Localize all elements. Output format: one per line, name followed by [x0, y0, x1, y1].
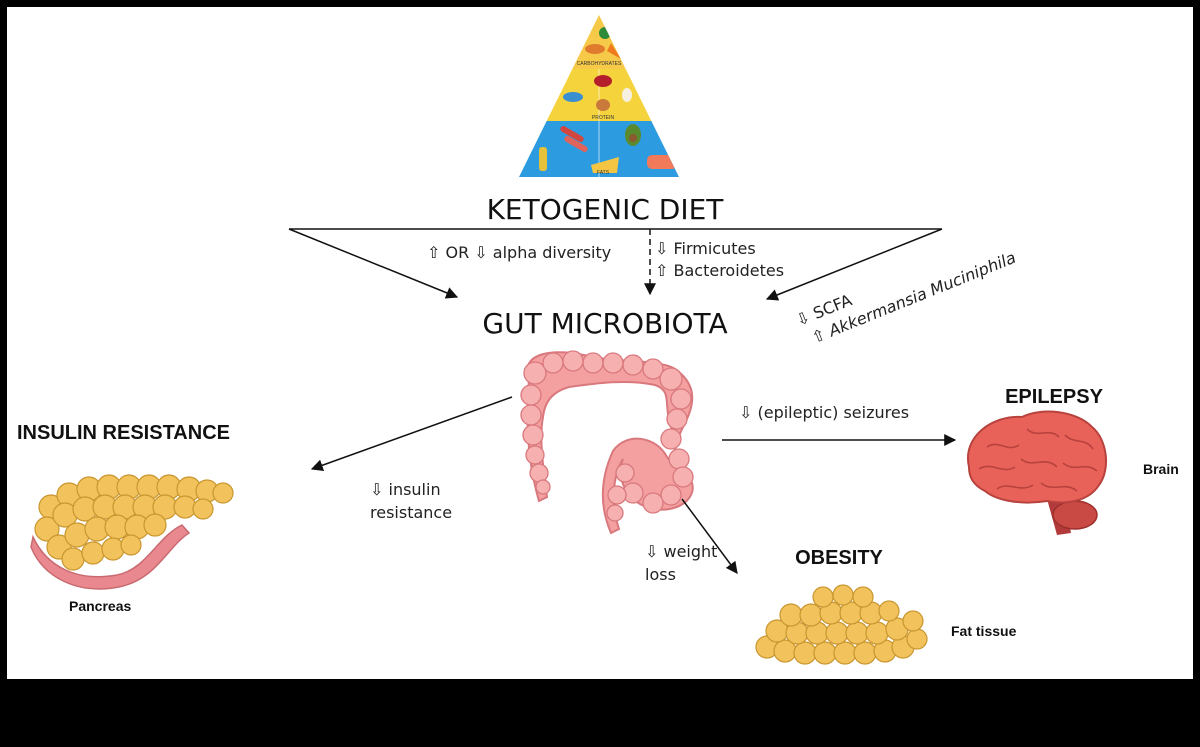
- pyramid-label-fats: FATS: [597, 170, 610, 176]
- brain-label: Brain: [1143, 461, 1179, 477]
- insulin-heading: INSULIN RESISTANCE: [17, 422, 230, 444]
- alpha-diversity-label: ⇧ OR ⇩ alpha diversity: [427, 243, 611, 262]
- diet-arrows: [288, 228, 943, 301]
- pyramid-label-carbohydrates: CARBOHYDRATES: [577, 61, 622, 67]
- bacon-icon: [560, 126, 584, 142]
- arrow-to-insulin: [310, 396, 513, 471]
- carrot-icon: [607, 43, 621, 59]
- food-pyramid: CARBOHYDRATES PROTEIN FATS: [519, 15, 679, 177]
- obesity-heading: OBESITY: [795, 547, 883, 569]
- cerebellum: [1052, 500, 1098, 530]
- fat-tissue-illustration: [755, 584, 928, 665]
- obesity-effect-line2: loss: [645, 565, 676, 584]
- insulin-effect-line1: ⇩ insulin: [370, 480, 441, 499]
- pancreas-label: Pancreas: [69, 598, 131, 614]
- colon-illustration: [520, 350, 694, 535]
- figure-canvas: CARBOHYDRATES PROTEIN FATS KETOGENIC DIE…: [7, 7, 1193, 679]
- bacon-icon-2: [564, 136, 588, 152]
- hub-title: GUT MICROBIOTA: [482, 307, 727, 340]
- cheese-icon: [591, 157, 619, 173]
- diagram-title: KETOGENIC DIET: [487, 193, 725, 226]
- broccoli-icon: [599, 27, 611, 39]
- pancreas-illustration: [30, 474, 234, 590]
- scfa-akkermansia-group: ⇩ SCFA ⇧ Akkermansia Muciniphila: [793, 248, 1018, 347]
- colon-body: [526, 351, 694, 535]
- obesity-effect-line1: ⇩ weight: [645, 542, 717, 561]
- steak-icon: [594, 75, 612, 87]
- chicken-leg-icon: [596, 99, 610, 111]
- firmicutes-label: ⇩ Firmicutes: [655, 239, 756, 258]
- arrow-right: [765, 228, 943, 301]
- salmon-icon: [647, 155, 677, 169]
- egg-icon: [622, 88, 632, 102]
- oil-bottle-icon: [539, 147, 547, 171]
- insulin-effect-line2: resistance: [370, 503, 452, 522]
- fish-icon: [563, 92, 583, 102]
- bacteroidetes-label: ⇧ Bacteroidetes: [655, 261, 784, 280]
- epilepsy-effect: ⇩ (epileptic) seizures: [739, 403, 909, 422]
- arrow-left: [288, 228, 459, 299]
- brain-illustration: [966, 410, 1107, 535]
- epilepsy-heading: EPILEPSY: [1005, 386, 1103, 408]
- cerebrum: [966, 410, 1107, 504]
- fat-tissue-label: Fat tissue: [951, 623, 1017, 639]
- diagram: CARBOHYDRATES PROTEIN FATS KETOGENIC DIE…: [17, 15, 1179, 665]
- arrow-to-obesity: [681, 498, 738, 574]
- pyramid-label-protein: PROTEIN: [592, 115, 615, 121]
- pancreas-duct: [30, 524, 191, 590]
- sweet-potato-icon: [585, 44, 605, 54]
